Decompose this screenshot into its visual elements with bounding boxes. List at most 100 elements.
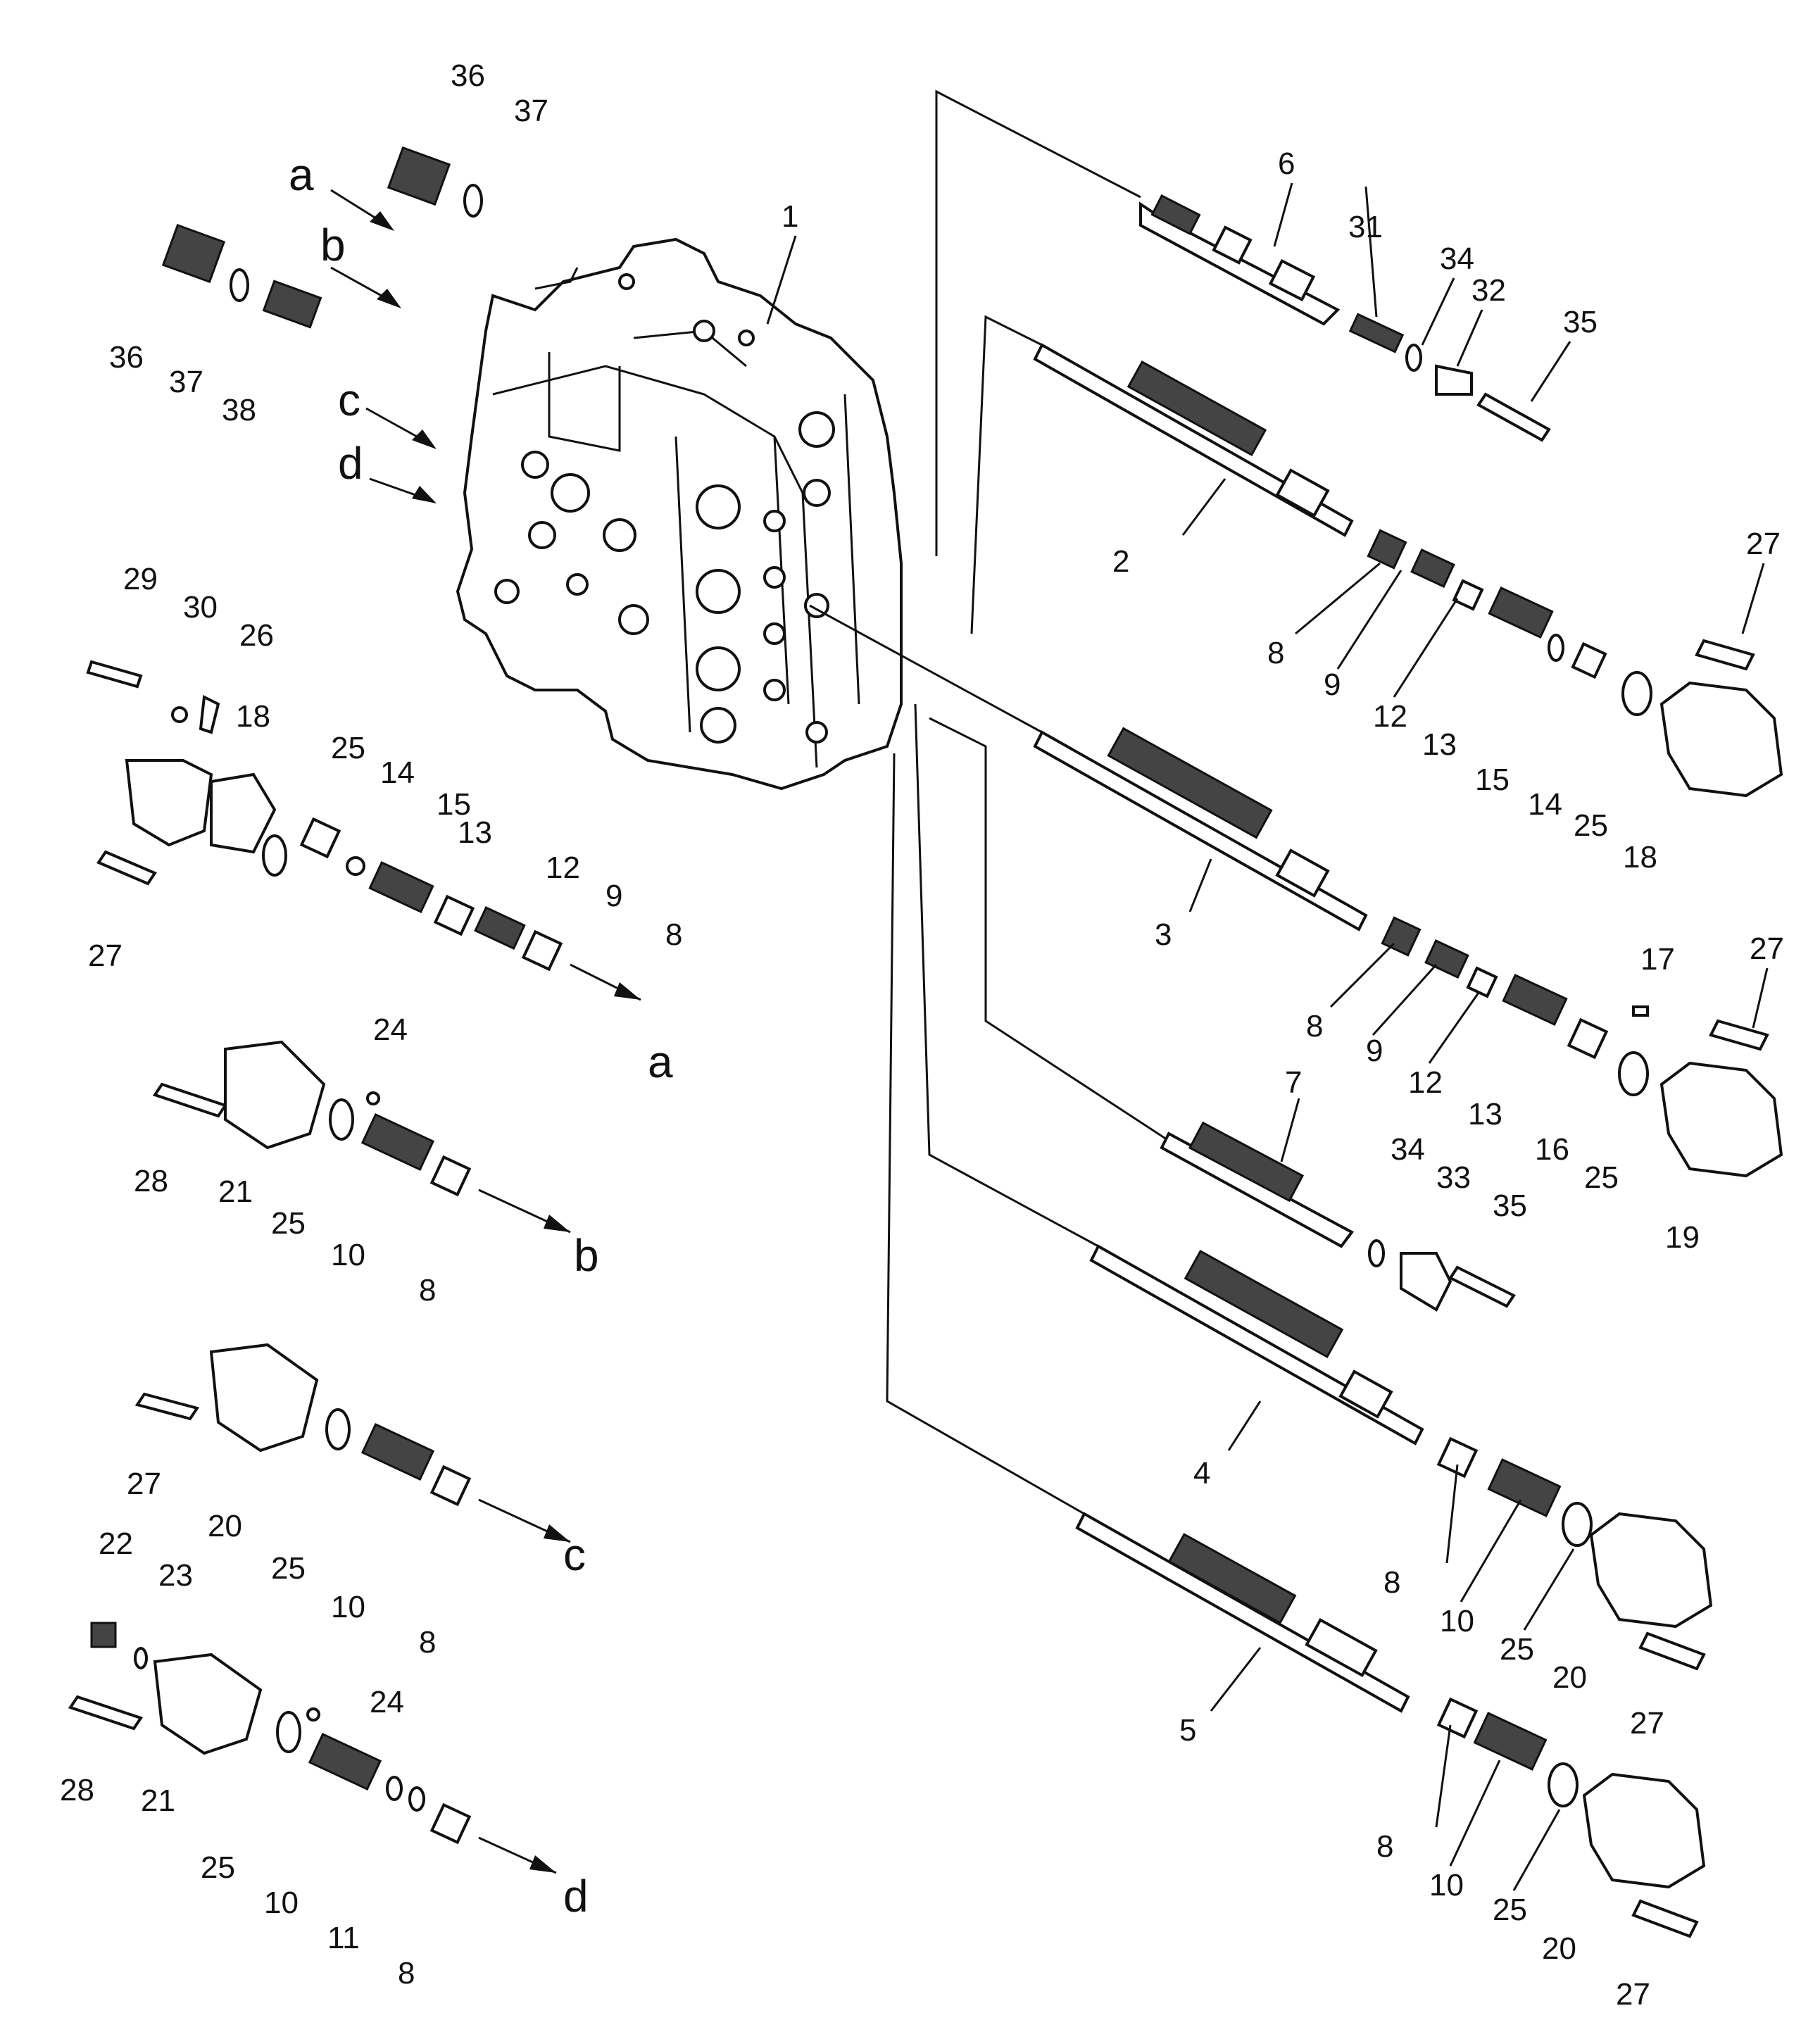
spool-7	[1160, 1121, 1354, 1248]
callout-1: 1	[782, 199, 798, 234]
callout-35: 35	[1493, 1189, 1527, 1223]
callout-8: 8	[665, 917, 682, 952]
callout-4: 4	[1193, 1456, 1210, 1491]
callout-29: 29	[123, 562, 158, 596]
callout-27: 27	[1630, 1706, 1664, 1741]
callout-16: 16	[1535, 1132, 1569, 1167]
callout-27: 27	[1746, 527, 1781, 561]
spool-2	[1033, 343, 1354, 537]
callout-2: 2	[1112, 544, 1129, 579]
callout-37: 37	[514, 94, 548, 128]
callout-8: 8	[419, 1273, 436, 1308]
callout-10: 10	[331, 1238, 365, 1272]
spool-5	[1075, 1512, 1410, 1713]
ref-letter-a: a	[648, 1036, 673, 1087]
callout-33: 33	[1436, 1160, 1471, 1195]
callout-10: 10	[1429, 1868, 1464, 1902]
callout-3: 3	[1155, 917, 1172, 952]
callout-10: 10	[264, 1886, 299, 1920]
callout-9: 9	[1324, 667, 1341, 702]
callout-7: 7	[1285, 1065, 1302, 1100]
callout-36: 36	[451, 58, 485, 93]
callout-31: 31	[1348, 210, 1383, 244]
callout-35: 35	[1563, 305, 1598, 339]
leader-lines	[534, 89, 1169, 1515]
callout-25: 25	[331, 731, 365, 765]
callout-12: 12	[1408, 1065, 1443, 1100]
callout-13: 13	[458, 815, 492, 850]
callout-5: 5	[1179, 1713, 1196, 1748]
callout-27: 27	[1616, 1977, 1650, 2012]
ref-letter-c: c	[338, 375, 360, 425]
callout-10: 10	[331, 1590, 365, 1624]
callout-25: 25	[271, 1206, 306, 1241]
callout-labels: 1 2 3 4 5 6 7 8 8 8 8 8 8 8 8 9 9 9 10 1…	[60, 58, 1784, 2012]
spool-6	[1139, 194, 1341, 326]
callout-leaders	[766, 182, 1769, 1891]
callout-15: 15	[437, 787, 471, 822]
callout-13: 13	[1422, 727, 1457, 762]
callout-27: 27	[1750, 932, 1784, 966]
callout-6: 6	[1278, 146, 1295, 181]
callout-28: 28	[134, 1164, 168, 1198]
callout-25: 25	[1584, 1160, 1619, 1195]
ref-letter-c: c	[563, 1529, 586, 1580]
ref-letter-b: b	[574, 1230, 599, 1281]
callout-27: 27	[127, 1467, 161, 1501]
callout-28: 28	[60, 1773, 94, 1807]
callout-20: 20	[1552, 1660, 1587, 1695]
callout-14: 14	[380, 755, 415, 790]
left-small-parts	[68, 146, 641, 1874]
callout-24: 24	[370, 1685, 404, 1719]
ref-arrows-top	[330, 189, 437, 503]
callout-36: 36	[109, 340, 144, 375]
callout-8: 8	[1383, 1565, 1400, 1600]
callout-21: 21	[141, 1783, 175, 1818]
callout-18: 18	[1623, 840, 1657, 874]
callout-8: 8	[398, 1956, 415, 1990]
ref-letter-b: b	[320, 220, 346, 270]
ref-letters: a b c d a b c d	[289, 149, 673, 1921]
callout-10: 10	[1440, 1604, 1474, 1638]
callout-8: 8	[419, 1625, 436, 1660]
spool-4	[1089, 1244, 1424, 1446]
ref-letter-d: d	[338, 438, 363, 489]
callout-19: 19	[1665, 1220, 1700, 1255]
callout-37: 37	[169, 365, 203, 399]
callout-9: 9	[605, 879, 622, 913]
callout-25: 25	[201, 1850, 235, 1885]
spool-3	[1033, 727, 1368, 932]
callout-20: 20	[1542, 1931, 1576, 1966]
callout-21: 21	[218, 1174, 253, 1209]
callout-25: 25	[1500, 1632, 1534, 1667]
callout-18: 18	[236, 699, 270, 734]
callout-32: 32	[1471, 273, 1506, 308]
callout-8: 8	[1376, 1829, 1393, 1864]
callout-34: 34	[1391, 1132, 1425, 1167]
callout-8: 8	[1306, 1009, 1323, 1043]
callout-22: 22	[99, 1526, 133, 1561]
callout-25: 25	[1493, 1893, 1527, 1927]
ref-letter-a: a	[289, 149, 314, 200]
callout-25: 25	[271, 1551, 306, 1586]
callout-17: 17	[1640, 942, 1675, 977]
callout-9: 9	[1366, 1034, 1383, 1068]
callout-8: 8	[1267, 636, 1284, 670]
callout-34: 34	[1440, 242, 1474, 276]
callout-25: 25	[1574, 808, 1608, 843]
callout-20: 20	[208, 1509, 242, 1543]
right-small-parts	[1348, 313, 1783, 1938]
callout-12: 12	[546, 851, 580, 885]
callout-13: 13	[1468, 1097, 1502, 1131]
callout-14: 14	[1528, 787, 1562, 822]
callout-15: 15	[1475, 763, 1510, 797]
callout-12: 12	[1373, 699, 1407, 734]
valve-body	[456, 237, 903, 791]
callout-23: 23	[158, 1558, 193, 1593]
callout-24: 24	[373, 1012, 408, 1047]
ref-letter-d: d	[563, 1871, 589, 1921]
callout-38: 38	[222, 393, 256, 427]
callout-26: 26	[239, 618, 274, 653]
callout-11: 11	[327, 1921, 360, 1955]
